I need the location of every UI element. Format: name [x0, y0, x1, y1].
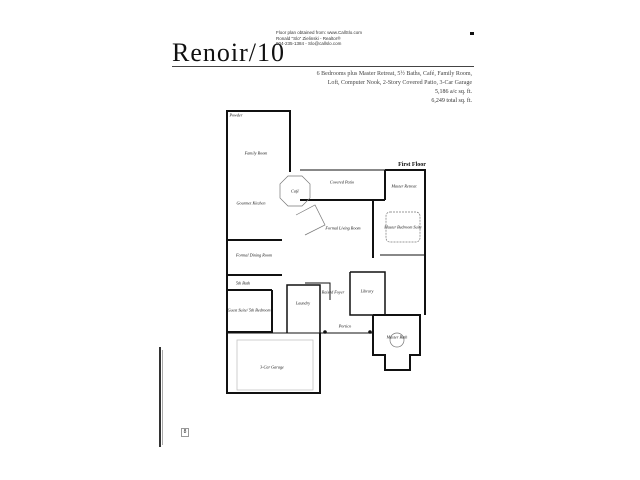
tray-ceiling — [385, 211, 421, 243]
credit-line: Ronald "Slo" Zielinski - Realtor® — [276, 35, 341, 41]
room-label-cafe: Café — [291, 188, 299, 194]
room-label-master-bedroom: Master Bedroom Suite — [384, 224, 422, 230]
guest-suite-wall — [227, 290, 273, 333]
master-bath-wall — [372, 314, 421, 371]
room-label-laundry: Laundry — [295, 300, 311, 306]
ac-sqft: 5,186 a/c sq. ft. — [435, 89, 472, 95]
binding-bar-shadow — [162, 350, 163, 445]
cafe-bay — [279, 175, 311, 207]
binding-bar — [159, 347, 161, 447]
foyer-wall — [305, 282, 331, 300]
room-label-guest-suite: Guest Suite/ 5th Bedroom — [227, 307, 271, 313]
total-sqft: 6,249 total sq. ft. — [431, 98, 472, 104]
room-label-5th-bath: 5th Bath — [235, 280, 251, 286]
credit-text: Floor plan obtained from: www.CallSlo.co… — [276, 30, 362, 47]
library-wall — [349, 271, 386, 316]
room-label-gourmet-kitchen: Gourmet Kitchen — [236, 200, 266, 206]
description-line: 6 Bedrooms plus Master Retreat, 5½ Baths… — [316, 71, 472, 77]
title-rule — [172, 66, 474, 67]
room-label-powder: Powder — [229, 112, 243, 118]
room-label-garage: 3-Car Garage — [260, 364, 284, 370]
garage-floor — [236, 339, 314, 391]
floor-label: First Floor — [398, 162, 426, 168]
room-label-family-room: Family Room — [244, 150, 268, 156]
room-label-raised-foyer: Raised Foyer — [321, 289, 345, 295]
room-label-portico: Portico — [338, 323, 352, 329]
room-label-formal-dining: Formal Dining Room — [235, 252, 273, 258]
description-line: Loft, Computer Nook, 2-Story Covered Pat… — [327, 80, 472, 86]
room-label-formal-living: Formal Living Room — [325, 225, 361, 231]
column — [323, 330, 327, 334]
room-label-library: Library — [360, 288, 374, 294]
plan-description: 6 Bedrooms plus Master Retreat, 5½ Baths… — [182, 70, 472, 88]
credit-line: 904-235-1384 - Slo@callslo.com — [276, 41, 342, 46]
tub — [389, 332, 405, 348]
master-east-wall — [385, 169, 426, 315]
laundry-wall — [286, 284, 321, 333]
credit-line: Floor plan obtained from: www.CallSlo.co… — [276, 30, 363, 35]
corner-mark — [470, 32, 474, 35]
room-label-master-bath: Master Bath — [386, 334, 408, 340]
column — [368, 330, 372, 334]
room-label-covered-patio: Covered Patio — [329, 179, 355, 185]
stairs — [295, 204, 326, 236]
outer-wall-west — [226, 110, 321, 394]
plan-title: Renoir/10 — [172, 38, 285, 67]
room-label-master-retreat: Master Retreat — [391, 183, 417, 189]
page-number: 8 — [181, 428, 189, 437]
